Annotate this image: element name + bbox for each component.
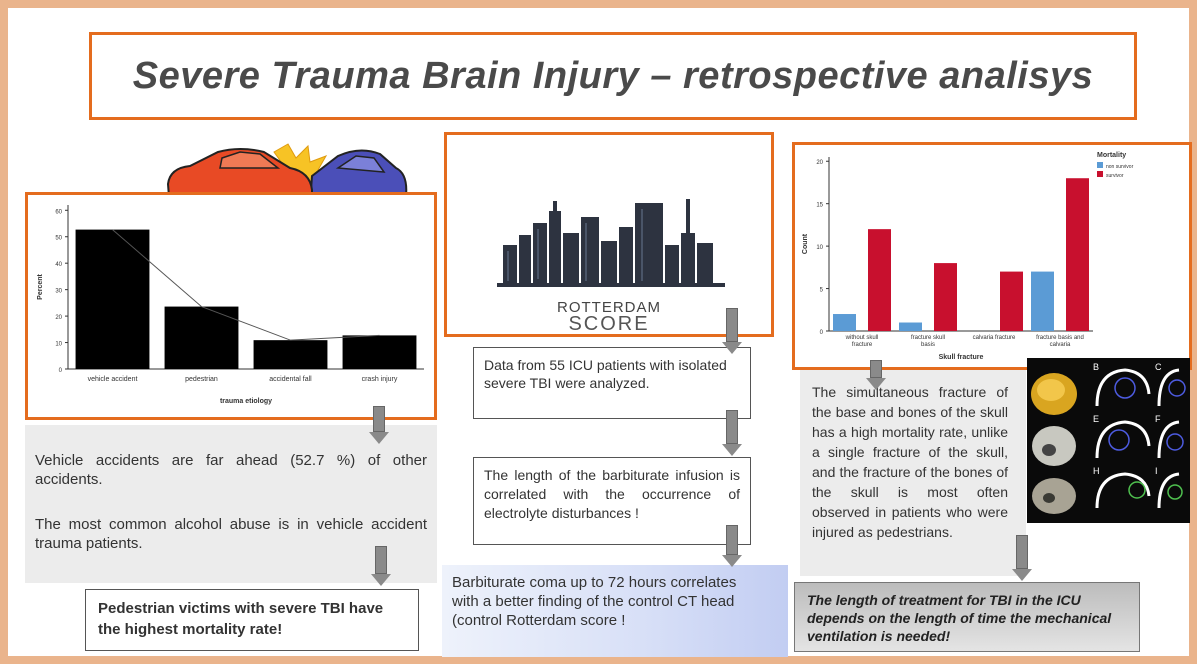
bar-survivor xyxy=(1000,271,1023,331)
ct-label-f: F xyxy=(1155,414,1161,424)
legend-label: non survivor xyxy=(1106,164,1134,170)
barbiturate-infusion-box: The length of the barbiturate infusion i… xyxy=(473,457,751,545)
x-tick-label: crash injury xyxy=(362,376,398,383)
bar xyxy=(342,335,417,369)
logo-line2: SCORE xyxy=(568,313,650,335)
ct-scan-images: B C E F H I xyxy=(1027,358,1190,523)
data-source-box: Data from 55 ICU patients with isolated … xyxy=(473,347,751,419)
x-tick-label-line: fracture basis and xyxy=(1036,335,1084,341)
ct-label-h: H xyxy=(1093,466,1100,476)
y-tick-label: 15 xyxy=(816,203,823,209)
y-tick-label: 0 xyxy=(59,368,63,374)
arrow-down-icon xyxy=(866,360,886,390)
skull-fracture-text: The simultaneous fracture of the base an… xyxy=(812,384,1008,540)
x-axis-label: trauma etiology xyxy=(220,398,272,405)
x-tick-label: calvaria fracture xyxy=(973,335,1016,341)
barbiturate-infusion-text: The length of the barbiturate infusion i… xyxy=(484,467,740,521)
logo-line1: ROTTERDAM xyxy=(557,299,661,316)
legend-title: Mortality xyxy=(1097,152,1126,159)
legend-label: survivor xyxy=(1106,173,1124,179)
trend-line xyxy=(112,229,380,341)
y-tick-label: 40 xyxy=(55,262,62,268)
x-tick-label-line: calvaria fracture xyxy=(973,335,1016,341)
bar xyxy=(253,340,328,369)
left-panel: Vehicle accidents are far ahead (52.7 %)… xyxy=(25,425,437,583)
bar-non-survivor xyxy=(833,314,856,331)
arrow-down-icon xyxy=(722,525,742,567)
pedestrian-result-box: Pedestrian victims with severe TBI have … xyxy=(85,589,419,651)
rotterdam-logo-box: ROTTERDAM SCORE xyxy=(444,132,774,337)
bar-non-survivor xyxy=(899,322,922,331)
legend-swatch xyxy=(1097,162,1103,168)
barbiturate-coma-text: Barbiturate coma up to 72 hours correlat… xyxy=(452,574,737,629)
bar-survivor xyxy=(868,229,891,331)
y-tick-label: 60 xyxy=(55,209,62,215)
arrow-down-icon xyxy=(722,410,742,456)
x-tick-label-line: fracture skull xyxy=(911,335,945,341)
x-tick-label-line: calvaria xyxy=(1050,342,1071,348)
data-source-text: Data from 55 ICU patients with isolated … xyxy=(484,357,727,391)
ct-label-c: C xyxy=(1155,362,1162,372)
x-tick-label-line: without skull xyxy=(845,335,879,341)
y-tick-label: 20 xyxy=(816,160,823,166)
y-axis-label: Percent xyxy=(37,273,44,299)
ct-label-e: E xyxy=(1093,414,1099,424)
y-tick-label: 10 xyxy=(55,342,62,348)
title-box: Severe Trauma Brain Injury – retrospecti… xyxy=(89,32,1137,120)
barbiturate-coma-box: Barbiturate coma up to 72 hours correlat… xyxy=(442,565,788,657)
x-tick-label-line: fracture xyxy=(852,342,873,348)
y-tick-label: 0 xyxy=(820,330,824,336)
etiology-chart-box: 0 10 20 30 40 50 60 vehicle accident pedestrian a… xyxy=(25,192,437,420)
y-tick-label: 5 xyxy=(820,288,824,294)
y-axis-label: Count xyxy=(802,233,809,254)
x-tick-label: vehicle accident xyxy=(88,376,138,383)
right-panel: The simultaneous fracture of the base an… xyxy=(800,370,1026,576)
city-skyline-icon xyxy=(497,199,725,287)
x-tick-label: pedestrian xyxy=(185,376,218,383)
arrow-down-icon xyxy=(371,546,391,586)
bar-survivor xyxy=(1066,178,1089,331)
y-tick-label: 20 xyxy=(55,315,62,321)
bar-non-survivor xyxy=(1031,271,1054,331)
arrow-down-icon xyxy=(1012,535,1032,581)
ventilation-result-box: The length of treatment for TBI in the I… xyxy=(794,582,1140,652)
x-axis-label: Skull fracture xyxy=(939,354,984,361)
bar xyxy=(164,306,239,369)
page-title: Severe Trauma Brain Injury – retrospecti… xyxy=(132,55,1094,97)
pedestrian-result-text: Pedestrian victims with severe TBI have … xyxy=(98,600,384,638)
legend-swatch xyxy=(1097,171,1103,177)
y-tick-label: 50 xyxy=(55,236,62,242)
alcohol-abuse-text: The most common alcohol abuse is in vehi… xyxy=(35,516,427,552)
ct-label-b: B xyxy=(1093,362,1099,372)
etiology-chart: 0 10 20 30 40 50 60 vehicle accident pedestrian a… xyxy=(37,205,424,405)
arrow-down-icon xyxy=(722,308,742,354)
y-tick-label: 10 xyxy=(816,245,823,251)
bar xyxy=(75,229,150,369)
y-tick-label: 30 xyxy=(55,289,62,295)
x-tick-label: accidental fall xyxy=(269,376,312,383)
x-tick-label-line: basis xyxy=(921,342,935,348)
arrow-down-icon xyxy=(369,406,389,444)
ct-label-i: I xyxy=(1155,466,1158,476)
bar-survivor xyxy=(934,263,957,331)
vehicle-accident-text: Vehicle accidents are far ahead (52.7 %)… xyxy=(35,452,427,488)
ventilation-result-text: The length of treatment for TBI in the I… xyxy=(807,592,1112,644)
